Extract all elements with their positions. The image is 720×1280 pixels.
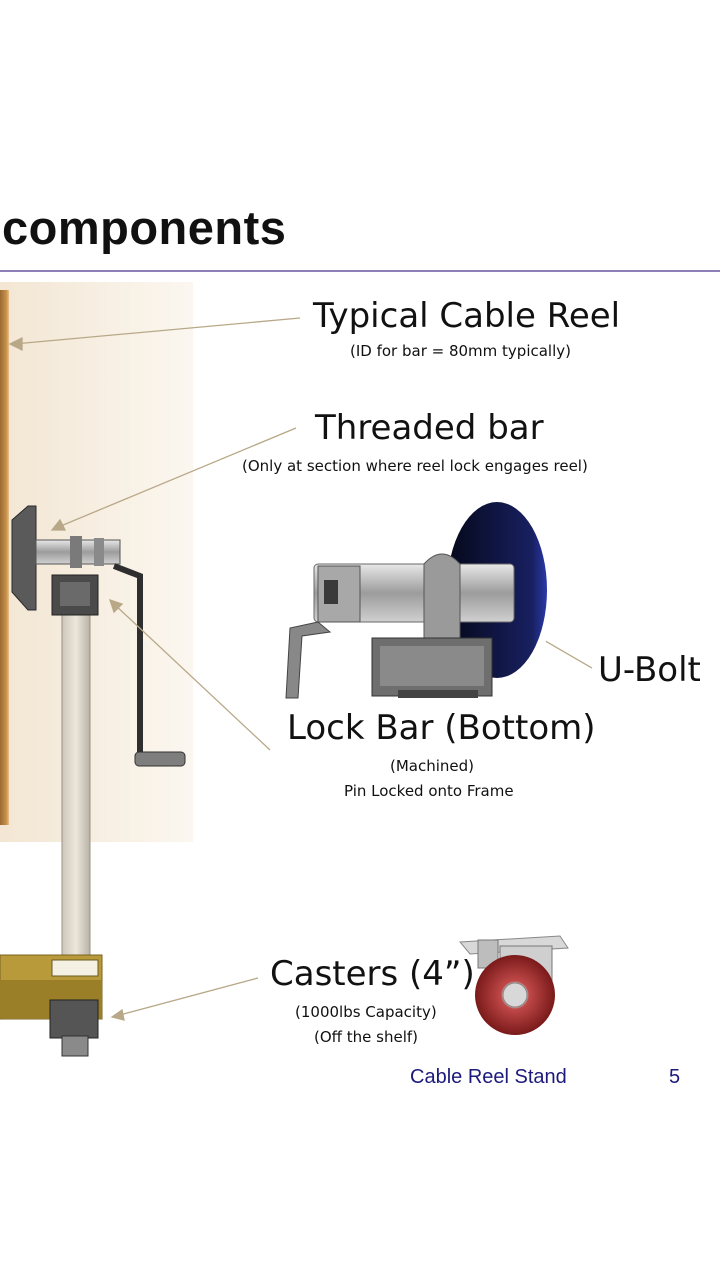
- caster-detail-image: [448, 926, 574, 1038]
- slide-title: components: [2, 201, 287, 254]
- casters-callout-note-1: (1000lbs Capacity): [295, 1003, 437, 1021]
- threaded-callout-label: Threaded bar: [315, 408, 544, 448]
- frame-caster: [49, 999, 99, 1039]
- cable-reel: [0, 290, 9, 825]
- title-divider: [0, 270, 720, 272]
- lockbar-callout-note-2: Pin Locked onto Frame: [344, 782, 514, 800]
- leader-lines: [8, 317, 593, 1021]
- lockbar-callout-note-1: (Machined): [390, 757, 475, 775]
- page-number: 5: [669, 1066, 681, 1088]
- reel-callout-note: (ID for bar = 80mm typically): [350, 342, 572, 360]
- casters-callout-label: Casters (4”): [270, 954, 475, 994]
- footer-title: Cable Reel Stand: [410, 1066, 567, 1088]
- reel-lock-flange: [11, 505, 37, 611]
- ubolt-callout-label: U-Bolt: [598, 650, 701, 690]
- lock-bar-detail-image: [278, 482, 547, 702]
- lockbar-callout-label: Lock Bar (Bottom): [287, 708, 596, 748]
- crank-handle: [112, 563, 143, 758]
- casters-callout-note-2: (Off the shelf): [314, 1028, 418, 1046]
- stand-post: [61, 609, 91, 956]
- threaded-callout-note: (Only at section where reel lock engages…: [242, 457, 588, 475]
- reel-callout-label: Typical Cable Reel: [313, 296, 621, 336]
